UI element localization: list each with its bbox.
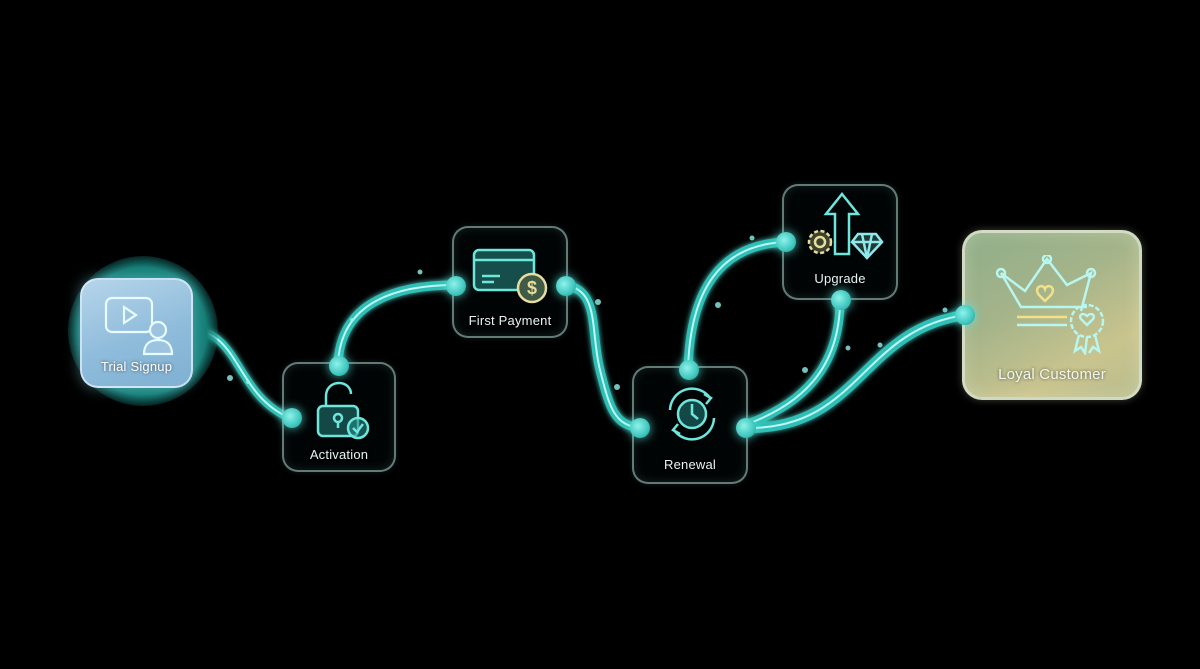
node-loyal-customer[interactable]: Loyal Customer bbox=[962, 230, 1142, 400]
edge-renewal-upgrade bbox=[683, 237, 790, 375]
node-upgrade[interactable]: Upgrade bbox=[782, 184, 898, 300]
port-payment-out bbox=[556, 276, 576, 296]
node-label: Loyal Customer bbox=[998, 366, 1106, 383]
node-label: Activation bbox=[309, 447, 369, 462]
node-trial-signup[interactable]: Trial Signup bbox=[80, 278, 193, 388]
unlock-check-icon bbox=[316, 381, 370, 440]
port-activation-out bbox=[329, 356, 349, 376]
node-label: Upgrade bbox=[814, 271, 866, 286]
port-loyal-in bbox=[955, 305, 975, 325]
clock-refresh-icon bbox=[668, 387, 716, 441]
port-renewal-out bbox=[736, 418, 756, 438]
port-payment-in bbox=[446, 276, 466, 296]
node-label: Renewal bbox=[664, 457, 716, 472]
port-renewal-in bbox=[630, 418, 650, 438]
video-user-icon bbox=[104, 296, 174, 356]
port-renewal-top bbox=[679, 360, 699, 380]
port-upgrade-out bbox=[831, 290, 851, 310]
node-first-payment[interactable]: $ First Payment bbox=[452, 226, 568, 338]
svg-text:$: $ bbox=[527, 278, 537, 298]
port-upgrade-in bbox=[776, 232, 796, 252]
edge-activation-payment bbox=[333, 280, 460, 370]
node-activation[interactable]: Activation bbox=[282, 362, 396, 472]
crown-heart-badge-icon bbox=[995, 255, 1105, 355]
arrow-gear-diamond-icon bbox=[807, 192, 884, 260]
edge-payment-renewal bbox=[560, 280, 645, 433]
card-dollar-icon: $ bbox=[472, 248, 548, 304]
node-renewal[interactable]: Renewal bbox=[632, 366, 748, 484]
port-activation-in bbox=[282, 408, 302, 428]
node-label: Trial Signup bbox=[100, 359, 173, 374]
node-label: First Payment bbox=[468, 313, 552, 328]
